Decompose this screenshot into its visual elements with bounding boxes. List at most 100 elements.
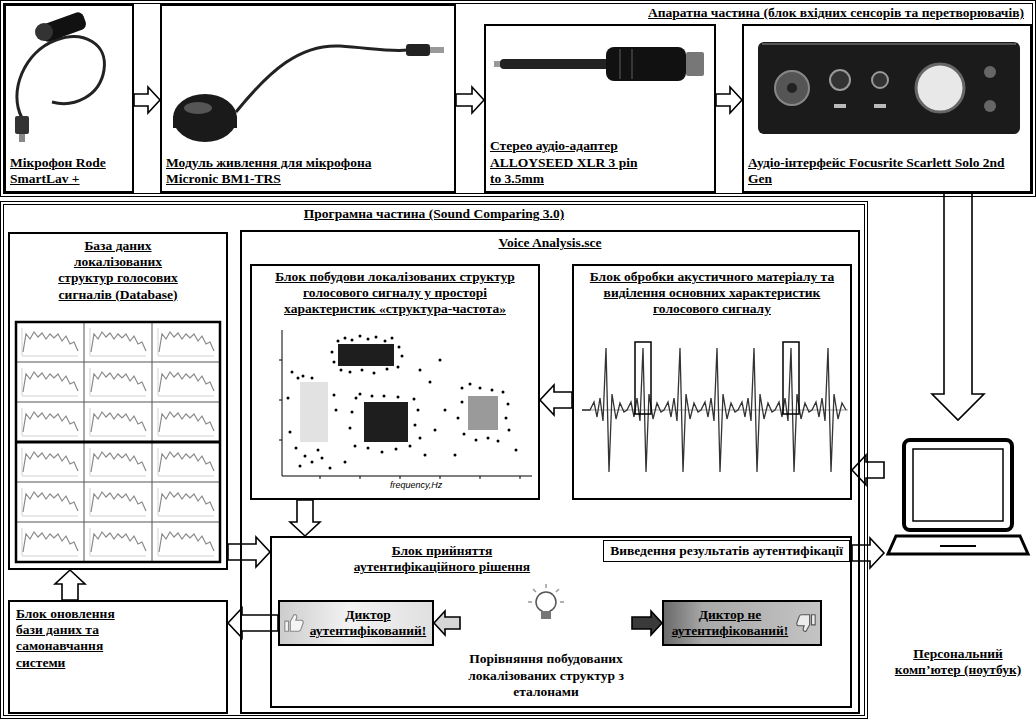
block-arrow bbox=[932, 193, 984, 420]
module-base bbox=[173, 116, 237, 128]
jack bbox=[984, 66, 996, 78]
block-arrow bbox=[55, 570, 85, 600]
led bbox=[834, 104, 846, 108]
label-holder: frequency,Hz bbox=[388, 480, 444, 491]
block-arrow bbox=[434, 611, 460, 635]
node-text: Порівняння побудованих локалізованих стр… bbox=[462, 651, 630, 700]
edge-label: Виведення результатів аутентифікації bbox=[603, 540, 850, 562]
adapter-cable bbox=[500, 59, 610, 69]
microphone-picture bbox=[15, 11, 104, 142]
thumb-icon bbox=[283, 612, 305, 634]
plot-axes bbox=[279, 330, 532, 479]
module-box: Voice Analysis.sceБлок побудови локалізо… bbox=[240, 230, 860, 714]
combo-input bbox=[775, 71, 809, 105]
comparison-step: Порівняння побудованих локалізованих стр… bbox=[460, 584, 632, 704]
bulb-rays bbox=[528, 584, 564, 602]
monitor-knob bbox=[916, 64, 964, 112]
microphone-box: Мікрофон Rode SmartLav + bbox=[4, 4, 134, 193]
update-box: Блок оновлення бази даних та самонавчанн… bbox=[8, 600, 228, 714]
hardware-section: Апаратна частина (блок вхідних сенсорів … bbox=[0, 0, 1036, 197]
computer-node: Персональний комп’ютер (ноутбук) bbox=[884, 420, 1032, 682]
device-body bbox=[758, 42, 1020, 134]
node-text: Диктор не аутентифікований! bbox=[668, 607, 792, 639]
gain-knob bbox=[872, 72, 888, 88]
node-text: Стерео аудіо-адаптер ALLOYSEED XLR 3 pin… bbox=[490, 138, 650, 187]
module-plug bbox=[406, 44, 430, 56]
bulb-base bbox=[541, 611, 551, 619]
mic-plug bbox=[15, 116, 29, 134]
thumb-shape bbox=[797, 615, 815, 632]
jack bbox=[984, 100, 996, 112]
result-box: Диктор аутентифікований! bbox=[278, 600, 434, 646]
xlr-body bbox=[606, 47, 686, 81]
block-arrow bbox=[716, 87, 742, 113]
block-arrow bbox=[852, 455, 884, 485]
mic-head bbox=[35, 23, 53, 41]
power-module-picture bbox=[173, 44, 444, 142]
node-text: Апаратна частина (блок вхідних сенсорів … bbox=[648, 5, 1024, 21]
adapter-picture bbox=[494, 47, 704, 81]
cluster-area bbox=[468, 396, 498, 430]
laptop-screen bbox=[913, 449, 1003, 521]
scatter-plot bbox=[279, 330, 532, 479]
block-arrow bbox=[456, 87, 484, 113]
wave-line bbox=[582, 348, 846, 472]
laptop-picture bbox=[888, 440, 1028, 554]
laptop-touchpad bbox=[940, 545, 976, 547]
module-shine bbox=[184, 102, 212, 114]
block-arrow bbox=[228, 537, 270, 567]
wave-highlight bbox=[783, 342, 799, 414]
cluster-area bbox=[300, 382, 328, 442]
laptop-lid bbox=[904, 440, 1012, 530]
block-arrow bbox=[852, 538, 884, 568]
adapter-box: Стерео аудіо-адаптер ALLOYSEED XLR 3 pin… bbox=[484, 24, 716, 193]
block-arrow bbox=[134, 87, 160, 113]
xlr-head bbox=[686, 52, 704, 76]
gain-knob bbox=[830, 70, 850, 90]
audio-interface-box: Аудіо-інтерфейс Focusrite Scarlett Solo … bbox=[742, 24, 1032, 193]
node-text: Персональний комп’ютер (ноутбук) bbox=[886, 646, 1030, 678]
thumb-icon bbox=[795, 612, 817, 634]
process-box: Блок побудови локалізованих структур гол… bbox=[250, 264, 540, 500]
mic-plug-tip bbox=[19, 134, 25, 142]
database-grid bbox=[16, 322, 220, 562]
grid-divider bbox=[16, 441, 220, 444]
grid-lines bbox=[16, 322, 220, 562]
node-text: Програмна частина (Sound Comparing 3.0) bbox=[304, 206, 564, 222]
audio-interface-picture bbox=[758, 42, 1020, 134]
node-text: Блок обробки акустичного матеріалу та ви… bbox=[590, 269, 835, 318]
software-section: Програмна частина (Sound Comparing 3.0) Б… bbox=[0, 201, 868, 719]
power-module-box: Модуль живлення для мікрофона Micronic B… bbox=[160, 4, 456, 193]
wave-highlight bbox=[635, 342, 651, 414]
result-box: Диктор не аутентифікований! bbox=[662, 600, 822, 646]
lightbulb-icon bbox=[528, 584, 564, 619]
xlr-rings bbox=[620, 49, 632, 79]
process-box: Блок обробки акустичного матеріалу та ви… bbox=[572, 264, 852, 500]
plot-points bbox=[288, 336, 516, 468]
axis-label: frequency,Hz bbox=[388, 480, 444, 491]
node-text: Мікрофон Rode SmartLav + bbox=[10, 155, 128, 187]
node-text: Блок прийняття аутентифікаційного рішенн… bbox=[342, 543, 542, 575]
node-text: Блок оновлення бази даних та самонавчанн… bbox=[16, 606, 134, 671]
module-dome bbox=[173, 94, 237, 142]
edge-label-holder: Виведення результатів аутентифікації bbox=[603, 540, 850, 562]
block-arrow bbox=[290, 500, 320, 536]
laptop-base bbox=[888, 536, 1028, 554]
led bbox=[874, 104, 886, 108]
database-box: База даних локалізованих структур голосо… bbox=[8, 232, 228, 570]
mic-cable bbox=[17, 37, 105, 118]
thumb-shape bbox=[285, 615, 303, 632]
bulb-glass bbox=[536, 592, 556, 612]
waveform-picture bbox=[582, 342, 848, 472]
node-text: Модуль живлення для мікрофона Micronic B… bbox=[166, 155, 396, 187]
module-plug-tip bbox=[430, 47, 444, 53]
device-edge bbox=[762, 43, 1016, 45]
node-text: База даних локалізованих структур голосо… bbox=[48, 238, 188, 303]
cluster-area bbox=[338, 344, 394, 366]
cluster-area bbox=[364, 402, 408, 442]
module-cable bbox=[236, 46, 408, 112]
combo-hole bbox=[787, 83, 797, 93]
